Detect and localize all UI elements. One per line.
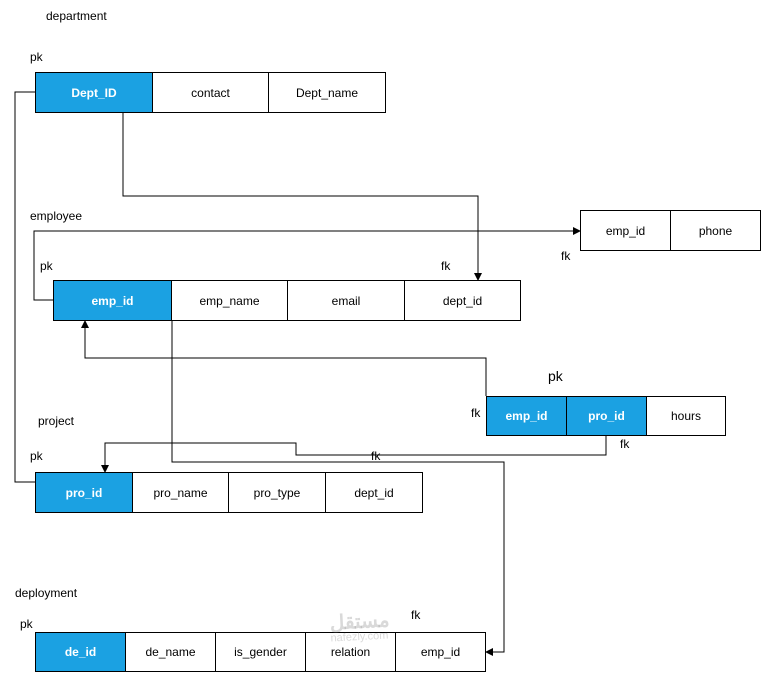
column-emp-name[interactable]: emp_name [171, 280, 288, 321]
column-contact[interactable]: contact [152, 72, 269, 113]
column-deployment-emp-id[interactable]: emp_id [395, 632, 486, 672]
connector-dept-to-employee [122, 113, 482, 281]
watermark-logo: مستقل nafezly.com [329, 609, 390, 644]
column-dept-id-fk[interactable]: dept_id [404, 280, 521, 321]
fk-label: fk [620, 437, 630, 451]
column-phone-emp-id[interactable]: emp_id [580, 210, 671, 251]
column-emp-id[interactable]: emp_id [53, 280, 172, 321]
pk-label: pk [40, 259, 53, 273]
table-name-department: department [46, 9, 107, 23]
column-project-dept-id[interactable]: dept_id [325, 472, 423, 513]
column-de-id[interactable]: de_id [35, 632, 126, 672]
column-dept-id[interactable]: Dept_ID [35, 72, 153, 113]
pk-label: pk [30, 50, 43, 64]
pk-label: pk [20, 617, 33, 631]
column-dept-name[interactable]: Dept_name [268, 72, 386, 113]
table-name-project: project [38, 414, 75, 428]
column-is-gender[interactable]: is_gender [215, 632, 306, 672]
pk-label: pk [548, 368, 563, 384]
fk-label: fk [561, 249, 571, 263]
connector-employee-to-phone [33, 227, 581, 301]
fk-label: fk [371, 449, 381, 463]
column-phone[interactable]: phone [670, 210, 761, 251]
fk-label: fk [441, 259, 451, 273]
column-de-name[interactable]: de_name [125, 632, 216, 672]
pk-label: pk [30, 449, 43, 463]
fk-label: fk [411, 608, 421, 622]
column-works-emp-id[interactable]: emp_id [486, 396, 567, 436]
connector-employee-to-deployment [171, 321, 505, 656]
connector-workson-to-employee [81, 320, 487, 396]
connector-workson-to-project [101, 436, 607, 473]
column-pro-name[interactable]: pro_name [132, 472, 229, 513]
table-name-deployment: deployment [15, 586, 78, 600]
table-name-employee: employee [30, 209, 83, 223]
column-hours[interactable]: hours [646, 396, 726, 436]
fk-label: fk [471, 406, 481, 420]
column-pro-id[interactable]: pro_id [35, 472, 133, 513]
column-works-pro-id[interactable]: pro_id [566, 396, 647, 436]
column-email[interactable]: email [287, 280, 405, 321]
column-relation[interactable]: relation [305, 632, 396, 672]
column-pro-type[interactable]: pro_type [228, 472, 326, 513]
